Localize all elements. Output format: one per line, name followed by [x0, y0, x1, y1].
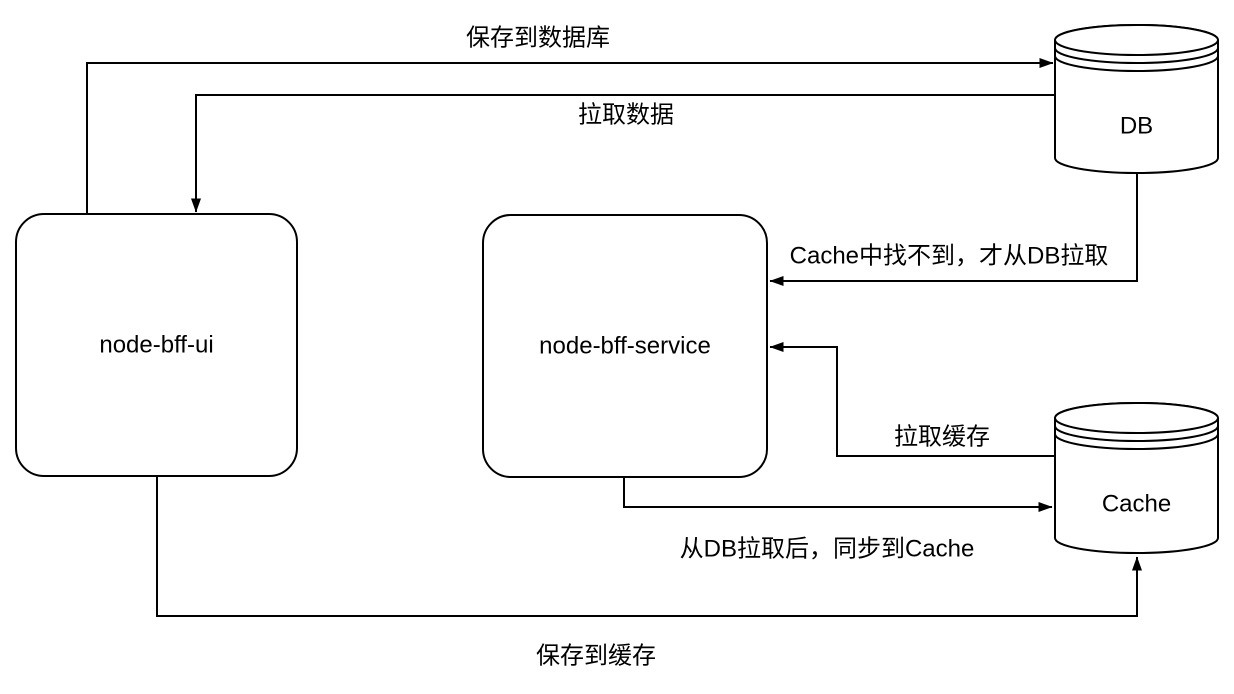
edge-cache-miss: Cache中找不到，才从DB拉取: [769, 173, 1138, 286]
node-bff-ui: node-bff-ui: [15, 213, 298, 477]
edge-pull-data: 拉取数据: [191, 94, 1055, 213]
cache-cylinder-ring-1: [1054, 425, 1219, 442]
edge-cache-miss-line: [769, 173, 1138, 286]
cache-cylinder-ring-2: [1054, 433, 1219, 450]
edge-sync-cache: 从DB拉取后，同步到Cache: [623, 477, 1053, 563]
edge-pull-cache-label: 拉取缓存: [894, 424, 990, 451]
node-bff-service-label: node-bff-service: [539, 333, 711, 360]
edge-pull-cache-line: [769, 342, 1055, 457]
db-cylinder-top: [1054, 24, 1219, 56]
db-cylinder-ring-2: [1054, 55, 1219, 72]
node-bff-service: node-bff-service: [482, 214, 768, 478]
edge-sync-cache-label: 从DB拉取后，同步到Cache: [680, 536, 975, 563]
node-bff-ui-label: node-bff-ui: [99, 332, 213, 359]
db-cylinder: DB: [1054, 24, 1219, 174]
edge-save-to-db-label: 保存到数据库: [466, 25, 610, 52]
db-label: DB: [1120, 113, 1153, 140]
edge-pull-cache: 拉取缓存: [769, 342, 1055, 457]
cache-cylinder: Cache: [1054, 402, 1219, 554]
cache-cylinder-top: [1054, 402, 1219, 434]
cache-label: Cache: [1102, 491, 1171, 518]
edge-save-to-db-line: [86, 58, 1054, 215]
edge-save-to-db: 保存到数据库: [86, 25, 1054, 215]
edge-save-to-cache-label: 保存到缓存: [536, 643, 656, 670]
edge-cache-miss-label: Cache中找不到，才从DB拉取: [790, 243, 1109, 270]
edge-sync-cache-line: [623, 477, 1053, 512]
db-cylinder-ring-1: [1054, 47, 1219, 64]
node-bff-ui-shape: [15, 213, 298, 477]
edge-save-to-cache: 保存到缓存: [156, 476, 1142, 670]
edge-pull-data-label: 拉取数据: [578, 102, 674, 129]
edge-save-to-cache-line: [156, 476, 1142, 617]
node-bff-service-shape: [482, 214, 768, 478]
edge-pull-data-line: [191, 94, 1055, 213]
